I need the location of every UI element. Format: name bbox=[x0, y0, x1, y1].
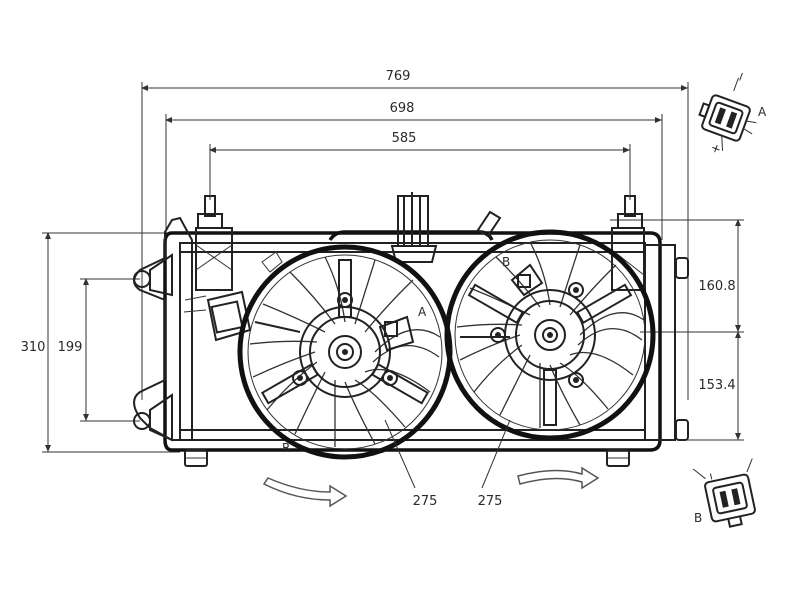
fan-left-diameter-callout: 275 bbox=[384, 419, 438, 509]
dimension-lower-offset: 153.4 bbox=[680, 331, 744, 441]
mounting-pin-left bbox=[195, 190, 233, 291]
frame-connector-block bbox=[183, 251, 283, 342]
mount-width-label: 585 bbox=[392, 131, 417, 146]
dimension-overall-height: 310 bbox=[21, 232, 180, 453]
overall-width-label: 769 bbox=[386, 69, 411, 84]
fan-right-struts bbox=[460, 283, 633, 426]
fan-shroud-frame bbox=[133, 216, 689, 467]
fan-left-diameter-label: 275 bbox=[413, 494, 438, 509]
mounting-pin-right bbox=[611, 190, 645, 291]
dimension-mount-height: 199 bbox=[58, 278, 140, 422]
upper-offset-label: 160.8 bbox=[698, 279, 735, 294]
rotation-arrow-right bbox=[517, 466, 600, 490]
fan-left-marker: A bbox=[418, 305, 427, 319]
dimension-upper-offset: 160.8 bbox=[610, 219, 744, 333]
connector-a-label: A bbox=[758, 105, 767, 119]
connector-a-detail: + bbox=[698, 72, 757, 157]
rotation-arrow-left bbox=[262, 477, 348, 508]
fan-left bbox=[237, 244, 453, 460]
dimension-overall-width: 769 bbox=[141, 69, 689, 400]
connector-b-detail bbox=[692, 458, 756, 528]
fan-right-marker: B bbox=[502, 255, 510, 269]
fan-left-struts bbox=[254, 259, 430, 405]
fan-left-bolts bbox=[292, 292, 398, 386]
dimension-frame-width: 698 bbox=[165, 101, 663, 240]
connector-b-label: B bbox=[694, 511, 702, 525]
lower-offset-label: 153.4 bbox=[698, 378, 735, 393]
fan-right-bolts bbox=[490, 282, 584, 388]
overall-height-label: 310 bbox=[21, 340, 46, 355]
dimension-mount-width: 585 bbox=[209, 131, 631, 200]
mount-height-label: 199 bbox=[58, 340, 83, 355]
small-r-label: R bbox=[282, 441, 290, 455]
fan-right-diameter-callout: 275 bbox=[478, 419, 511, 509]
svg-text:+: + bbox=[709, 140, 723, 157]
fan-right-diameter-label: 275 bbox=[478, 494, 503, 509]
fan-right bbox=[444, 229, 656, 441]
frame-width-label: 698 bbox=[390, 101, 415, 116]
